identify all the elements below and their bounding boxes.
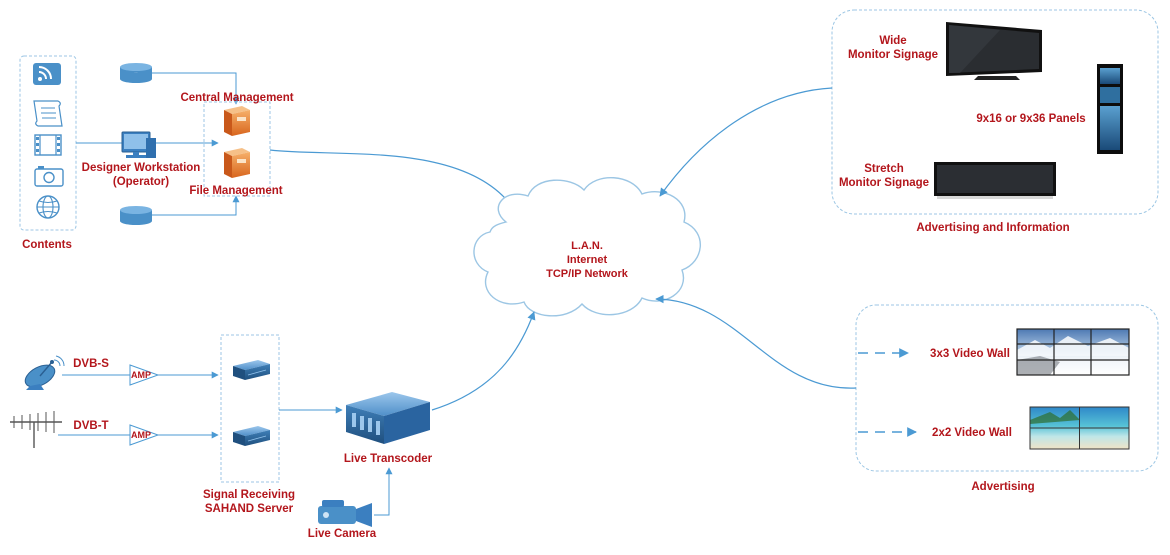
receiver-icon-top <box>233 360 270 380</box>
receiver-icon-bottom <box>233 426 270 446</box>
advertising-label: Advertising <box>971 481 1034 493</box>
dvb-s-label: DVB-S <box>73 358 109 370</box>
antenna-icon <box>10 411 62 448</box>
signal-server-label-line2: SAHAND Server <box>205 503 294 515</box>
database-icon-bottom <box>120 206 152 225</box>
central-management-label: Central Management <box>180 92 293 104</box>
wall-3x3-label: 3x3 Video Wall <box>930 348 1010 360</box>
stretch-signage-label-line1: Stretch <box>864 163 904 175</box>
file-server-icon <box>224 148 250 178</box>
video-wall-3x3-icon <box>1016 328 1130 376</box>
network-label-line3: TCP/IP Network <box>546 268 629 280</box>
transcoder-to-network-link <box>431 311 536 411</box>
management-to-network-link <box>269 149 517 213</box>
management-box <box>203 101 271 197</box>
camera-icon <box>34 166 64 187</box>
central-server-icon <box>224 106 250 136</box>
wall-2x2-label: 2x2 Video Wall <box>932 427 1012 439</box>
film-icon <box>34 134 62 156</box>
workstation-label-line1: Designer Workstation <box>82 162 201 174</box>
camera-to-transcoder-link <box>374 467 393 516</box>
amp-t-label: AMP <box>131 430 151 440</box>
contents-group: Contents <box>19 55 77 251</box>
document-icon <box>33 100 63 127</box>
video-camera-icon <box>318 500 372 527</box>
camera-label: Live Camera <box>308 528 377 540</box>
globe-icon <box>36 195 60 219</box>
satellite-dish-icon <box>24 355 65 390</box>
network-label-line1: L.A.N. <box>571 240 603 252</box>
workstation-icon <box>121 131 156 158</box>
vertical-panels-icon <box>1097 64 1123 154</box>
advertising-info-label: Advertising and Information <box>916 222 1069 234</box>
signal-server-label-line1: Signal Receiving <box>203 489 295 501</box>
workstation-label-line2: (Operator) <box>113 176 169 188</box>
stretch-signage-label-line2: Monitor Signage <box>839 177 929 189</box>
contents-label: Contents <box>22 239 72 251</box>
wide-signage-label-line1: Wide <box>879 35 906 47</box>
signal-server-box <box>220 334 280 483</box>
video-wall-2x2-icon <box>1029 406 1130 450</box>
stretch-monitor-icon <box>934 162 1056 199</box>
amp-s-label: AMP <box>131 370 151 380</box>
network-label-line2: Internet <box>567 254 608 266</box>
database-icon-top: ····· <box>120 63 152 83</box>
network-cloud: L.A.N. Internet TCP/IP Network <box>473 176 701 317</box>
transcoder-label: Live Transcoder <box>344 453 433 465</box>
file-management-label: File Management <box>189 185 282 197</box>
database-bottom-link <box>152 195 240 216</box>
svg-text:·····: ····· <box>134 71 138 74</box>
wide-signage-label-line2: Monitor Signage <box>848 49 938 61</box>
transcoder-icon <box>346 392 430 444</box>
database-top-link <box>152 72 240 105</box>
advertising-to-network-link <box>655 294 857 389</box>
amp-t: AMP <box>129 424 160 446</box>
rss-icon <box>33 63 61 85</box>
advertising-info-box <box>831 9 1159 215</box>
wide-monitor-icon <box>946 22 1042 80</box>
network-to-advertising-info-link <box>659 87 833 197</box>
amp-s: AMP <box>129 364 160 386</box>
dvb-t-label: DVB-T <box>73 420 108 432</box>
panels-label: 9x16 or 9x36 Panels <box>976 113 1085 125</box>
